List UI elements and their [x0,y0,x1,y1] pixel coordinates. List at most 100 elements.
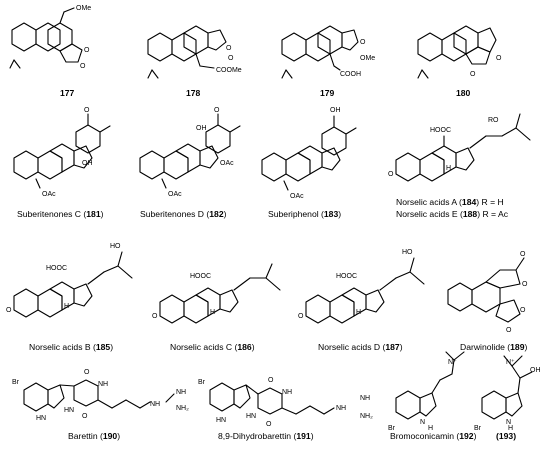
atom-o: O [84,47,90,54]
atom-o: O [266,421,272,428]
compound-name: Suberiphenol [268,209,319,219]
compound-caption-190: Barettin (190) [68,431,120,441]
atom-nh2: NH₂ [176,405,189,412]
atom-hn: HN [216,417,226,424]
atom-ome: OMe [360,55,375,62]
compound-number: 182 [209,209,224,219]
structure-183: OH OAc [261,107,357,200]
atom-o: O [298,313,304,320]
atom-o: O [520,307,526,314]
compound-name: Suberitenones C [17,209,81,219]
atom-o: O [82,413,88,420]
compound-number: 192 [459,431,474,441]
compound-number: 180 [456,88,471,98]
compound-name: Norselic acids E [396,209,458,219]
atom-nh2: NH₂ [360,413,373,420]
structure-186: HOOC O H [152,263,281,324]
compound-number: 189 [510,342,525,352]
atom-ro: RO [488,117,499,124]
compound-caption-183: Suberiphenol (183) [268,209,341,219]
atom-oac: OAc [168,191,182,198]
atom-oh: OH [196,125,207,132]
structure-193: N⁺ OH Br H N [474,355,541,432]
atom-nh: NH [360,395,370,402]
structure-179: O OMe COOH [281,25,375,79]
atom-oac: OAc [42,191,56,198]
atom-o: O [360,39,366,46]
atom-br: Br [474,425,482,432]
structure-180: O O [417,25,502,79]
compound-caption-187: Norselic acids D (187) [318,342,403,352]
atom-h: H [64,303,69,310]
atom-o: O [506,327,512,334]
compound-caption-186: Norselic acids C (186) [170,342,255,352]
compound-name: Norselic acids B [29,342,91,352]
compound-caption-191: 8,9-Dihydrobarettin (191) [218,431,314,441]
atom-nh: NH [282,389,292,396]
structure-191: Br HN O NH HN O NH NH NH₂ [198,377,373,428]
atom-ho: HO [402,249,413,256]
atom-o: O [520,251,526,258]
atom-nh: NH [176,389,186,396]
atom-o: O [84,107,90,114]
atom-hooc: HOOC [336,273,357,280]
compound-caption-181: Suberitenones C (181) [17,209,104,219]
structure-185: HOOC HO O H [6,243,133,318]
atom-n: N [420,419,425,426]
atom-h: H [210,309,215,316]
atom-o: O [152,313,158,320]
structure-184-188: HOOC RO O H [388,113,531,182]
atom-h: H [508,425,513,432]
compound-number: 181 [86,209,101,219]
compound-number: 190 [103,431,118,441]
compound-name: Bromoconicamin [390,431,454,441]
atom-h: H [446,165,451,172]
compound-name: 8,9-Dihydrobarettin [218,431,291,441]
atom-hn: HN [246,413,256,420]
atom-n: N [506,419,511,426]
atom-o: O [496,55,502,62]
atom-o: O [214,107,220,114]
atom-hooc: HOOC [46,265,67,272]
compound-number: 183 [324,209,339,219]
atom-o: O [228,55,234,62]
compound-caption-182: Suberitenones D (182) [140,209,227,219]
atom-oh: OH [82,160,93,167]
structure-190: Br HN O NH HN O NH NH NH₂ [12,369,189,422]
compound-substituent: R = H [482,197,504,207]
compound-caption-193: (193) [496,431,516,441]
compound-caption-192: Bromoconicamin (192) [390,431,477,441]
compound-caption-188: Norselic acids E (188) R = Ac [396,209,509,219]
atom-o: O [470,71,476,78]
atom-br: Br [388,425,396,432]
compound-number: 193 [499,431,514,441]
compound-number: 178 [186,88,201,98]
compound-number: 179 [320,88,335,98]
atom-cooh: COOH [340,71,361,78]
atom-nh: NH [98,381,108,388]
structure-178: O O COOMe [147,25,242,79]
atom-o: O [84,369,90,376]
atom-ome: OMe [76,5,91,12]
compound-number: 186 [237,342,252,352]
compound-name: Barettin [68,431,98,441]
atom-h: H [428,425,433,432]
compound-caption-185: Norselic acids B (185) [29,342,113,352]
structure-189: O O O O [447,251,528,334]
atom-oac: OAc [290,193,304,200]
atom-br: Br [12,379,20,386]
compound-number: 184 [462,197,477,207]
compound-caption-184: Norselic acids A (184) R = H [396,197,504,207]
compound-number: 191 [296,431,311,441]
atom-o: O [6,307,12,314]
atom-hooc: HOOC [430,127,451,134]
atom-h: H [356,309,361,316]
atom-ho: HO [110,243,121,250]
atom-o: O [388,171,394,178]
atom-nplus: N⁺ [506,359,515,366]
structure-192: N⁺ Br H N [388,351,465,432]
compound-name: Norselic acids D [318,342,380,352]
compound-number: 177 [60,88,75,98]
compound-number: 185 [96,342,111,352]
compound-number: 188 [463,209,478,219]
